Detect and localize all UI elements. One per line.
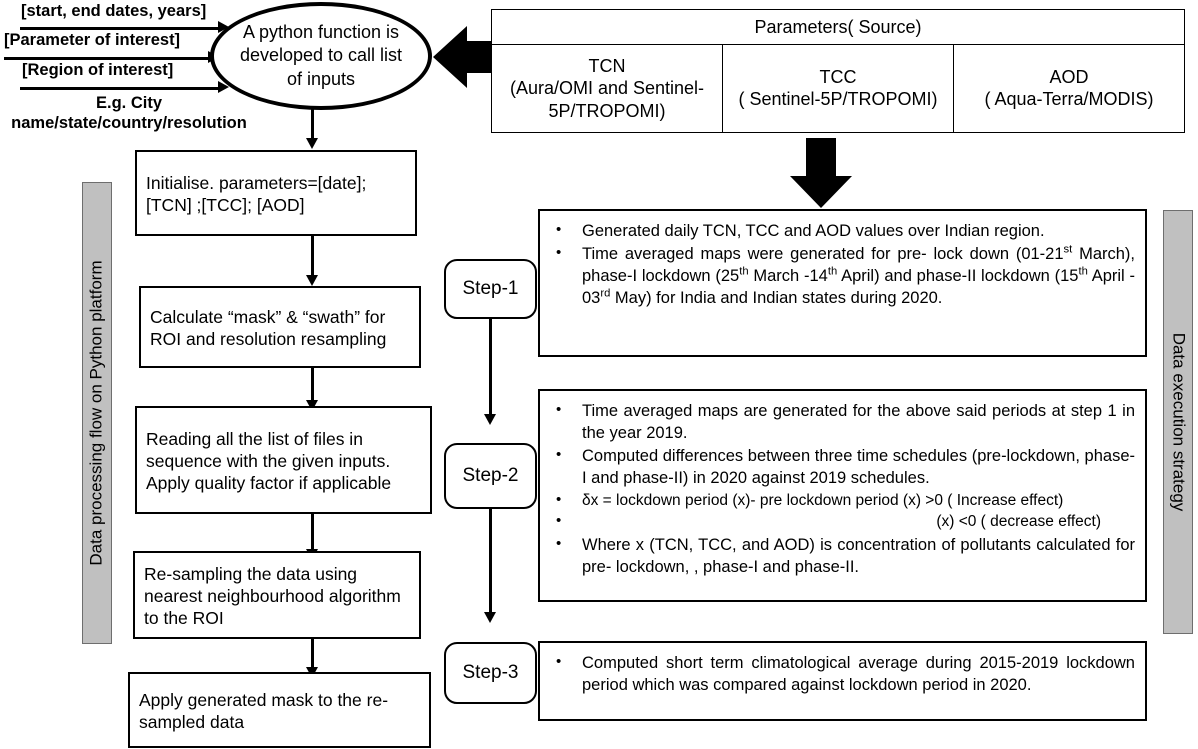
parameters-cell-tcn-source: (Aura/OMI and Sentinel-5P/TROPOMI) xyxy=(509,78,705,121)
process-box-resampling: Re-sampling the data using nearest neigh… xyxy=(133,551,421,639)
connector-reading-to-resampling xyxy=(311,514,314,554)
connector-resampling-to-apply-mask xyxy=(311,639,314,671)
parameters-table-header: Parameters( Source) xyxy=(492,10,1184,45)
parameters-cell-tcc: TCC( Sentinel-5P/TROPOMI) xyxy=(723,45,954,132)
start-node-ellipse: A python function is developed to call l… xyxy=(210,2,432,110)
connector-arrowhead-mask-to-reading xyxy=(305,400,318,411)
step-2-bullet-2: Where x (TCN, TCC, and AOD) is concentra… xyxy=(552,534,1135,579)
block-arrow-down-shaft xyxy=(806,138,836,178)
step-3-bullet-0-text: Computed short term climatological avera… xyxy=(582,654,1135,694)
left-side-band-label: Data processing flow on Python platform xyxy=(87,260,106,566)
step-2-formula-text: δx = lockdown period (x)- pre lockdown p… xyxy=(582,491,1064,509)
step-2-bullet-2-text: Where x (TCN, TCC, and AOD) is concentra… xyxy=(582,535,1135,576)
step-3-bullet-0: Computed short term climatological avera… xyxy=(552,652,1135,697)
input-arrow-line-3 xyxy=(20,87,220,90)
step-2-bullet-1-text: Computed differences between three time … xyxy=(582,446,1135,487)
right-side-band: Data execution strategy xyxy=(1163,210,1193,634)
input-arrow-head-3 xyxy=(218,81,229,93)
process-box-resampling-text: Re-sampling the data using nearest neigh… xyxy=(144,563,401,629)
input-label-dates: [start, end dates, years] xyxy=(21,2,207,20)
s1b1p6: April) and phase-II lockdown (15 xyxy=(837,266,1079,285)
step-content-box-1: Generated daily TCN, TCC and AOD values … xyxy=(538,209,1147,357)
process-box-apply-mask: Apply generated mask to the re-sampled d… xyxy=(128,672,431,748)
process-box-apply-mask-text: Apply generated mask to the re-sampled d… xyxy=(139,689,389,732)
process-box-initialise: Initialise. parameters=[date];[TCN] ;[TC… xyxy=(135,150,417,236)
s1b1p9: rd xyxy=(600,287,611,300)
connector-arrowhead-step1-to-step2 xyxy=(483,414,496,425)
step-2-formula-line-2: (x) <0 ( decrease effect) xyxy=(552,511,1135,533)
left-side-band: Data processing flow on Python platform xyxy=(82,182,112,644)
parameters-table: Parameters( Source) TCN(Aura/OMI and Sen… xyxy=(491,9,1185,133)
parameters-cell-tcc-source: ( Sentinel-5P/TROPOMI) xyxy=(738,89,938,110)
s1b1p3: th xyxy=(739,265,749,278)
step-2-bullet-1: Computed differences between three time … xyxy=(552,445,1135,490)
step-2-formula-text-2: (x) <0 ( decrease effect) xyxy=(936,513,1101,531)
input-label-parameter: [Parameter of interest] xyxy=(4,31,181,49)
connector-mask-to-reading xyxy=(311,368,314,406)
step-badge-1: Step-1 xyxy=(444,259,537,319)
step-1-bullet-1: Time averaged maps were generated for pr… xyxy=(552,243,1135,310)
step-3-bullet-list: Computed short term climatological avera… xyxy=(552,652,1135,697)
input-arrow-line-1 xyxy=(20,27,220,30)
right-side-band-label: Data execution strategy xyxy=(1169,332,1189,512)
step-badge-1-label: Step-1 xyxy=(462,278,519,299)
step-content-box-2: Time averaged maps are generated for the… xyxy=(538,389,1147,602)
parameters-cell-aod-source: ( Aqua-Terra/MODIS) xyxy=(984,89,1154,110)
connector-step2-to-step3 xyxy=(489,509,492,617)
s1b1p5: th xyxy=(827,265,838,278)
step-content-box-3: Computed short term climatological avera… xyxy=(538,641,1147,721)
s1b1p4: March -14 xyxy=(748,266,828,285)
parameters-cell-aod: AOD( Aqua-Terra/MODIS) xyxy=(954,45,1184,132)
connector-arrowhead-start-to-initialise xyxy=(305,138,318,149)
step-1-bullet-list: Generated daily TCN, TCC and AOD values … xyxy=(552,220,1135,310)
step-badge-3-label: Step-3 xyxy=(462,662,519,683)
table-to-step1-block-arrow xyxy=(790,138,852,208)
parameters-table-header-label: Parameters( Source) xyxy=(754,16,922,37)
table-to-start-block-arrow xyxy=(433,26,491,88)
s1b1p2: March), phase-I lockdown (25 xyxy=(582,244,1135,285)
parameters-cell-tcn: TCN(Aura/OMI and Sentinel-5P/TROPOMI) xyxy=(492,45,723,132)
step-1-bullet-0: Generated daily TCN, TCC and AOD values … xyxy=(552,220,1135,243)
input-example-note: E.g. City name/state/country/resolution xyxy=(11,94,247,132)
block-arrow-shaft xyxy=(467,41,491,73)
process-box-reading-files: Reading all the list of files in sequenc… xyxy=(135,406,432,514)
s1b1p0: Time averaged maps were generated for pr… xyxy=(582,244,1064,263)
step-badge-3: Step-3 xyxy=(444,642,537,704)
process-box-mask-swath-text: Calculate “mask” & “swath” for ROI and r… xyxy=(150,306,387,349)
block-arrow-down-head xyxy=(790,176,852,208)
step-2-formula-line: δx = lockdown period (x)- pre lockdown p… xyxy=(552,490,1135,512)
step-1-bullet-0-text: Generated daily TCN, TCC and AOD values … xyxy=(582,222,1045,240)
start-node-label: A python function is developed to call l… xyxy=(239,21,403,89)
connector-step1-to-step2 xyxy=(489,319,492,419)
process-box-mask-swath: Calculate “mask” & “swath” for ROI and r… xyxy=(139,286,421,368)
input-arrow-line-2 xyxy=(4,57,210,60)
connector-arrowhead-initialise-to-mask xyxy=(305,275,318,286)
input-arrow-head-1 xyxy=(218,21,229,33)
s1b1p8: April - 03 xyxy=(582,266,1135,307)
parameters-table-row: TCN(Aura/OMI and Sentinel-5P/TROPOMI) TC… xyxy=(492,45,1184,132)
s1b1p1: st xyxy=(1063,243,1073,256)
s1b1p7: th xyxy=(1078,265,1088,278)
parameters-cell-tcn-name: TCN xyxy=(588,55,626,76)
connector-start-to-initialise xyxy=(311,108,314,141)
step-badge-2: Step-2 xyxy=(444,443,537,509)
input-label-region: [Region of interest] xyxy=(22,61,174,79)
parameters-cell-tcc-name: TCC xyxy=(819,66,857,87)
step-2-bullet-list: Time averaged maps are generated for the… xyxy=(552,400,1135,579)
process-box-initialise-text: Initialise. parameters=[date];[TCN] ;[TC… xyxy=(146,172,367,215)
process-box-reading-files-text: Reading all the list of files in sequenc… xyxy=(146,428,392,494)
s1b1p10: May) for India and Indian states during … xyxy=(610,288,943,307)
step-2-bullet-0: Time averaged maps are generated for the… xyxy=(552,400,1135,445)
connector-arrowhead-step2-to-step3 xyxy=(483,612,496,623)
connector-initialise-to-mask xyxy=(311,236,314,279)
parameters-cell-aod-name: AOD xyxy=(1049,66,1089,87)
step-2-bullet-0-text: Time averaged maps are generated for the… xyxy=(582,402,1135,442)
block-arrow-head xyxy=(433,26,467,88)
step-badge-2-label: Step-2 xyxy=(462,465,519,486)
